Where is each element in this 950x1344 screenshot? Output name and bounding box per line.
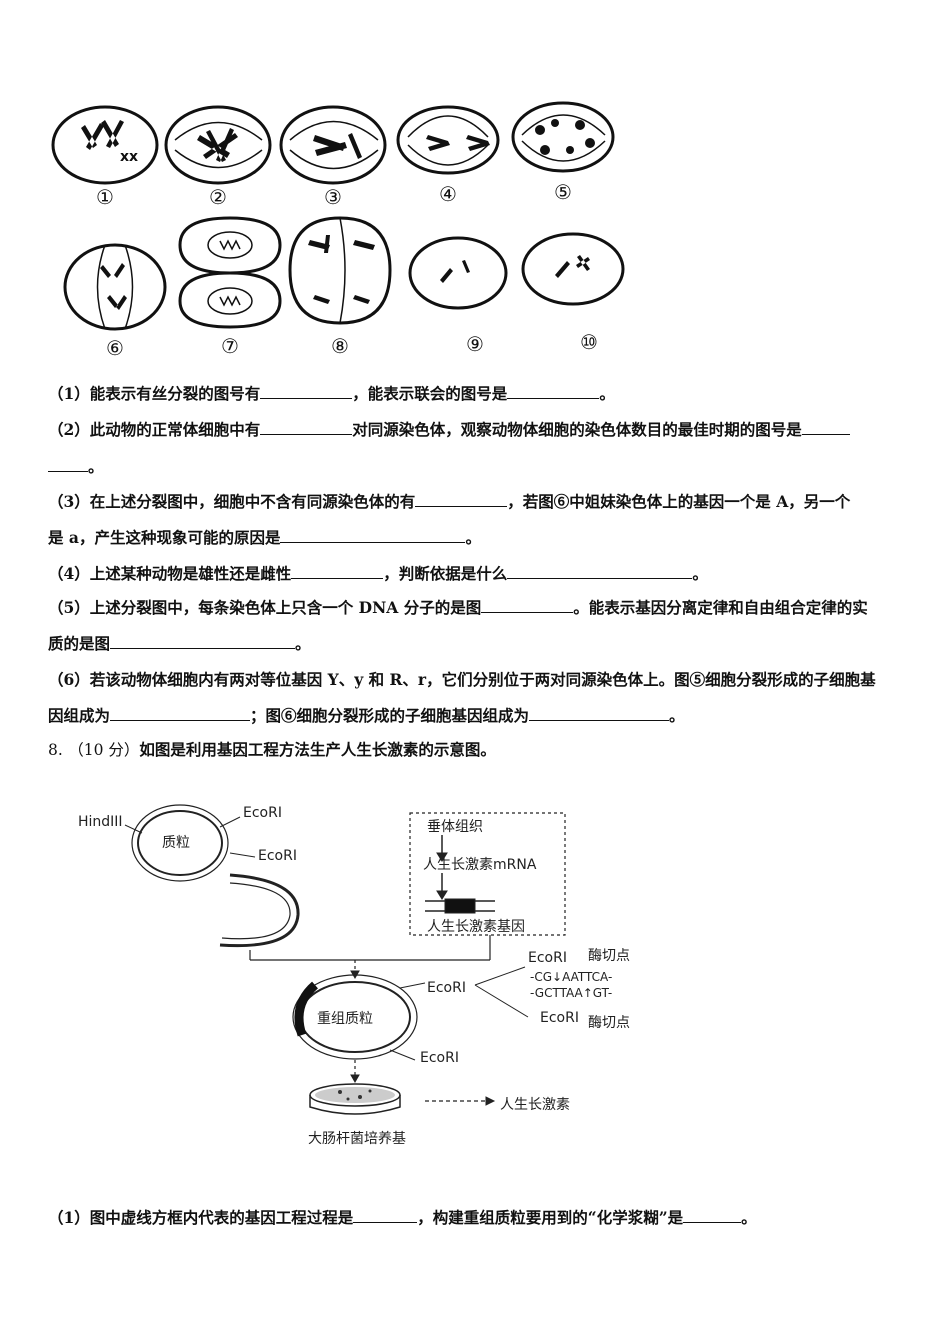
answer-blank[interactable] bbox=[353, 1208, 418, 1223]
question-8-1: （1）图中虚线方框内代表的基因工程过程是，构建重组质粒要用到的“化学浆糊”是。 bbox=[48, 1208, 757, 1227]
label-hindiii: HindIII bbox=[78, 814, 123, 830]
answer-blank[interactable] bbox=[529, 706, 670, 721]
label-ecori-4: EcoRI bbox=[427, 980, 466, 996]
label-culture: 大肠杆菌培养基 bbox=[308, 1131, 406, 1147]
label-hormone: 人生长激素 bbox=[500, 1097, 570, 1113]
question-2: （2）此动物的正常体细胞中有对同源染色体，观察动物体细胞的染色体数目的最佳时期的… bbox=[48, 420, 908, 440]
question-5-cont: 质的是图。 bbox=[48, 634, 311, 653]
label-ecori-5: EcoRI bbox=[540, 1010, 579, 1026]
cell-label-9: ⑨ bbox=[466, 332, 484, 356]
label-seq-bottom: -GCTTAA↑GT- bbox=[530, 986, 613, 1000]
label-cut-site-1: 酶切点 bbox=[588, 948, 630, 964]
cell-label-1: ① bbox=[96, 185, 114, 209]
cell-label-2: ② bbox=[209, 185, 227, 209]
label-cut-site-2: 酶切点 bbox=[588, 1015, 630, 1031]
cell-label-3: ③ bbox=[324, 185, 342, 209]
answer-blank[interactable] bbox=[415, 492, 508, 507]
answer-blank[interactable] bbox=[110, 634, 296, 649]
label-gene: 人生长激素基因 bbox=[427, 919, 525, 935]
question-1: （1）能表示有丝分裂的图号有，能表示联会的图号是。 bbox=[48, 384, 615, 403]
answer-blank[interactable] bbox=[110, 706, 251, 721]
label-ecori-2: EcoRI bbox=[258, 848, 297, 864]
label-plasmid: 质粒 bbox=[162, 835, 190, 851]
answer-blank[interactable] bbox=[291, 564, 384, 579]
problem-8-stem: 8. （10 分）如图是利用基因工程方法生产人生长激素的示意图。 bbox=[48, 740, 496, 759]
answer-blank[interactable] bbox=[683, 1208, 742, 1223]
answer-blank[interactable] bbox=[507, 384, 600, 399]
answer-blank[interactable] bbox=[801, 420, 850, 435]
question-2-cont: 。 bbox=[48, 457, 908, 477]
label-pituitary: 垂体组织 bbox=[427, 819, 483, 835]
answer-blank[interactable] bbox=[280, 528, 466, 543]
cell-label-5: ⑤ bbox=[554, 180, 572, 204]
label-recombinant: 重组质粒 bbox=[317, 1011, 373, 1027]
answer-blank[interactable] bbox=[260, 384, 353, 399]
cell-label-10: ⑩ bbox=[580, 330, 598, 354]
label-ecori-3: EcoRI bbox=[528, 950, 567, 966]
question-6: （6）若该动物体细胞内有两对等位基因 Y、y 和 R、r，它们分别位于两对同源染… bbox=[48, 670, 876, 689]
label-seq-top: -CG↓AATTCA- bbox=[530, 970, 613, 984]
label-ecori-1: EcoRI bbox=[243, 805, 282, 821]
answer-blank[interactable] bbox=[48, 457, 88, 472]
genetic-engineering-diagram bbox=[124, 804, 566, 1115]
answer-blank[interactable] bbox=[481, 598, 574, 613]
cell-label-7: ⑦ bbox=[221, 334, 239, 358]
answer-blank[interactable] bbox=[507, 564, 693, 579]
cell-label-4: ④ bbox=[439, 182, 457, 206]
question-4: （4）上述某种动物是雄性还是雌性，判断依据是什么。 bbox=[48, 564, 708, 583]
question-5: （5）上述分裂图中，每条染色体上只含一个 DNA 分子的是图。能表示基因分离定律… bbox=[48, 598, 868, 617]
cell-label-6: ⑥ bbox=[106, 336, 124, 360]
cell-division-figures: xx bbox=[51, 101, 625, 331]
label-mrna: 人生长激素mRNA bbox=[423, 857, 537, 873]
question-3: （3）在上述分裂图中，细胞中不含有同源染色体的有，若图⑥中姐妹染色体上的基因一个… bbox=[48, 492, 851, 511]
cell-label-8: ⑧ bbox=[331, 334, 349, 358]
question-3-cont: 是 a，产生这种现象可能的原因是。 bbox=[48, 528, 481, 547]
label-ecori-6: EcoRI bbox=[420, 1050, 459, 1066]
answer-blank[interactable] bbox=[260, 420, 353, 435]
svg-text:xx: xx bbox=[120, 149, 138, 165]
question-6-cont: 因组成为；图⑥细胞分裂形成的子细胞基因组成为。 bbox=[48, 706, 685, 725]
